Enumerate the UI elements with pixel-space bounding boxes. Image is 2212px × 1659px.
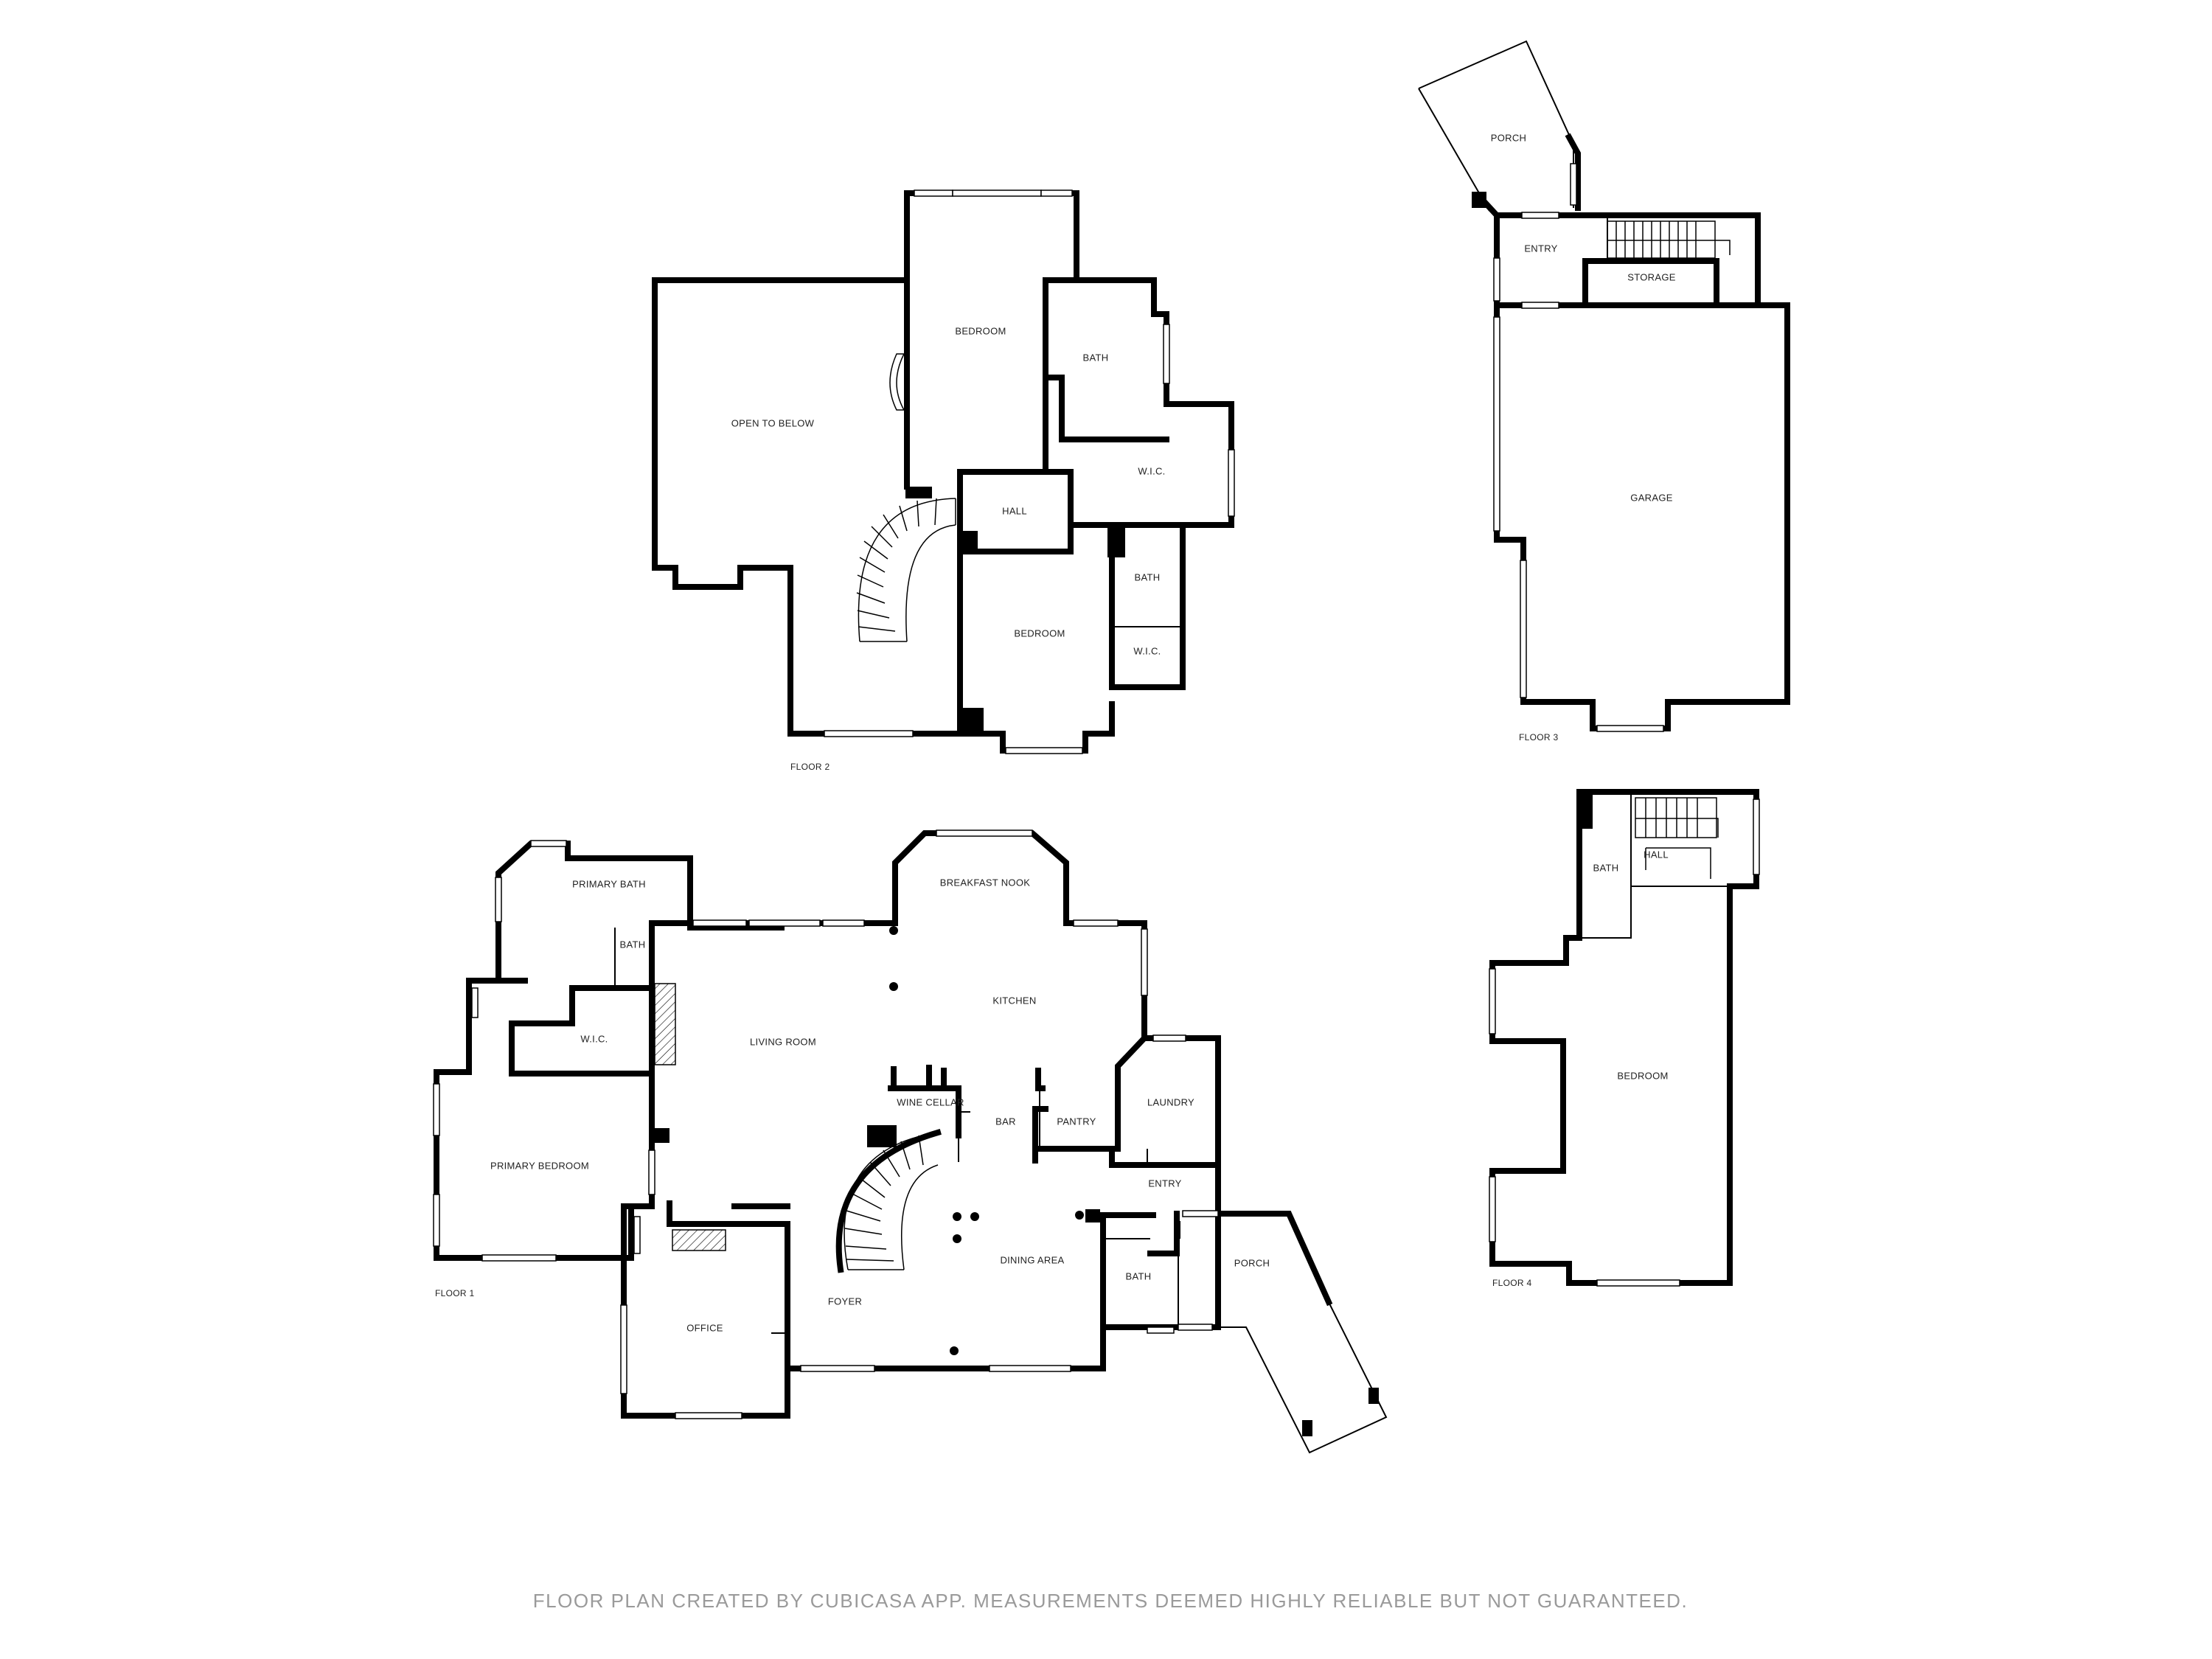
floor-1-plan: PRIMARY BATH BATH W.I.C. PRIMARY BEDROOM… xyxy=(433,830,1388,1454)
room-label: W.I.C. xyxy=(1133,645,1161,656)
room-label: PORCH xyxy=(1491,132,1526,143)
room-label: BEDROOM xyxy=(955,325,1006,336)
room-label: BATH xyxy=(1083,352,1109,363)
floor-label: FLOOR 4 xyxy=(1492,1278,1531,1288)
room-label: WINE CELLAR xyxy=(897,1096,964,1107)
room-label: STORAGE xyxy=(1627,271,1675,282)
room-label: LIVING ROOM xyxy=(750,1036,816,1047)
room-label: W.I.C. xyxy=(580,1033,608,1044)
room-label: PRIMARY BATH xyxy=(572,878,646,889)
footer-disclaimer: FLOOR PLAN CREATED BY CUBICASA APP. MEAS… xyxy=(533,1590,1688,1612)
room-label: LAUNDRY xyxy=(1147,1096,1194,1107)
room-label: BATH xyxy=(1593,862,1619,873)
room-label: W.I.C. xyxy=(1138,465,1165,476)
room-label: BEDROOM xyxy=(1014,627,1065,639)
room-label: BAR xyxy=(995,1116,1016,1127)
floor-4-plan: BATH HALL BEDROOM FLOOR 4 xyxy=(1489,789,1760,1288)
room-label: PANTRY xyxy=(1057,1116,1096,1127)
room-label: PORCH xyxy=(1234,1257,1270,1268)
room-label: GARAGE xyxy=(1630,492,1672,503)
room-label: ENTRY xyxy=(1524,243,1557,254)
room-label: HALL xyxy=(1644,849,1669,860)
room-label: BREAKFAST NOOK xyxy=(940,877,1030,888)
room-label: ENTRY xyxy=(1148,1178,1181,1189)
room-label: BEDROOM xyxy=(1617,1070,1668,1081)
room-label: OFFICE xyxy=(686,1322,723,1333)
floor-label: FLOOR 3 xyxy=(1519,732,1558,742)
floor-label: FLOOR 2 xyxy=(790,762,830,772)
room-label: DINING AREA xyxy=(1000,1254,1064,1265)
room-label: OPEN TO BELOW xyxy=(731,417,815,428)
room-label: BATH xyxy=(1135,571,1161,582)
floor-label: FLOOR 1 xyxy=(435,1288,474,1298)
floor-3-plan: PORCH ENTRY STORAGE GARAGE FLOOR 3 xyxy=(1418,40,1790,742)
floor-2-plan: OPEN TO BELOW BEDROOM BATH W.I.C. HALL B… xyxy=(652,189,1235,772)
room-label: KITCHEN xyxy=(992,995,1036,1006)
room-label: BATH xyxy=(620,939,646,950)
room-label: BATH xyxy=(1126,1270,1152,1281)
room-label: HALL xyxy=(1002,505,1027,516)
room-label: FOYER xyxy=(828,1295,862,1307)
room-label: PRIMARY BEDROOM xyxy=(490,1160,589,1171)
